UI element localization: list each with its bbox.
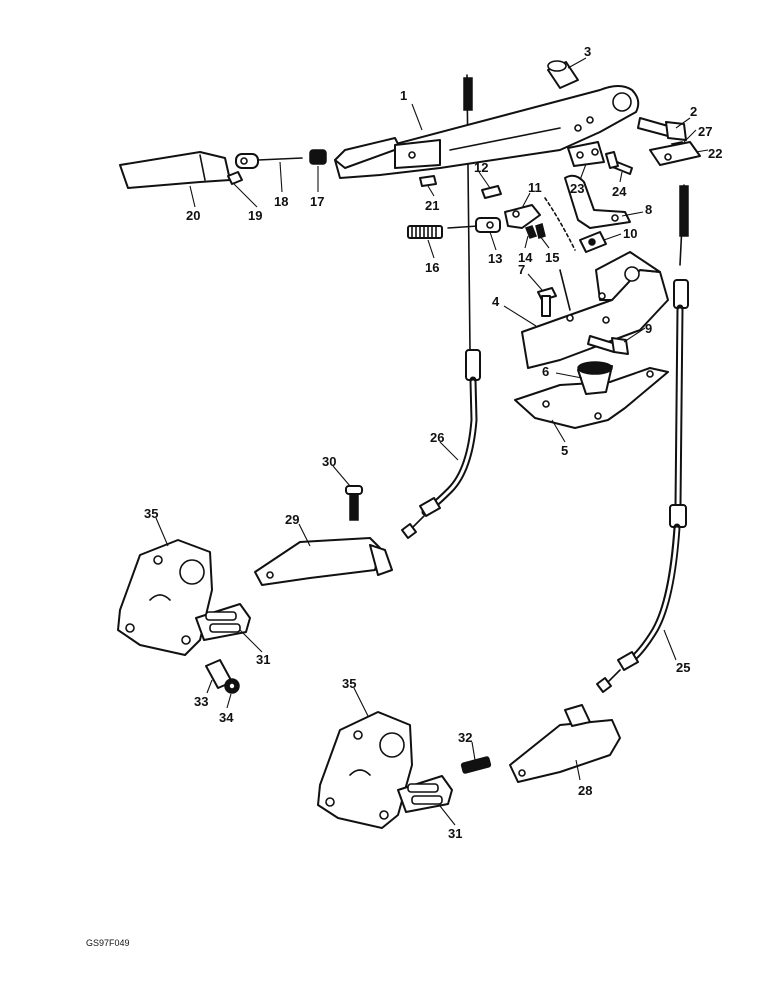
part-34-nut	[224, 678, 240, 694]
callout-34: 34	[219, 710, 234, 725]
cable-left-ferrule	[465, 349, 481, 381]
part-32-spring	[460, 756, 492, 774]
part-29-cable-bracket-left	[254, 537, 393, 586]
cable-left-rod	[466, 74, 471, 351]
part-9-bolt	[587, 335, 629, 355]
part-35-brake-lever-upper	[117, 539, 213, 656]
part-16-spring	[407, 225, 443, 239]
callout-17: 17	[310, 194, 324, 209]
part-13-clevis-rod	[447, 217, 501, 233]
callout-31-upper: 31	[256, 652, 270, 667]
callout-6: 6	[542, 364, 549, 379]
part-8-ratchet-sector	[544, 174, 631, 251]
cable-left-end-fitting	[419, 497, 441, 517]
callout-10: 10	[623, 226, 637, 241]
drawing-code: GS97F049	[86, 938, 130, 948]
lever-pivot-bore	[612, 92, 632, 112]
callout-4: 4	[492, 294, 500, 309]
part-31-adjuster-clip-lower	[397, 775, 453, 813]
callout-11: 11	[528, 180, 542, 195]
part-35-brake-lever-lower	[317, 711, 413, 829]
part-23-block	[567, 141, 605, 167]
cable-right-thread	[679, 185, 689, 237]
callout-14: 14	[518, 250, 533, 265]
cable-left-nipple	[401, 523, 417, 539]
cable-right-end-fitting	[617, 651, 639, 671]
callout-1: 1	[400, 88, 407, 103]
callout-26: 26	[430, 430, 444, 445]
callout-33: 33	[194, 694, 208, 709]
cable-right-ferrule-top	[673, 279, 689, 309]
callout-12: 12	[474, 160, 488, 175]
part-28-cable-bracket-right	[509, 704, 621, 783]
callout-2: 2	[690, 104, 697, 119]
part-12-pin	[481, 185, 502, 199]
callout-3: 3	[584, 44, 591, 59]
part-6-grommet	[577, 361, 613, 395]
callout-35-lower: 35	[342, 676, 356, 691]
cable-left-thread	[463, 77, 473, 111]
part-26-cable-left	[401, 74, 481, 539]
leader-lines	[155, 57, 709, 826]
callout-27: 27	[698, 124, 712, 139]
callout-8: 8	[645, 202, 652, 217]
callout-9: 9	[645, 321, 652, 336]
callout-13: 13	[488, 251, 502, 266]
part-25-cable-right	[596, 184, 689, 693]
callout-16: 16	[425, 260, 439, 275]
part-19-pin	[227, 171, 243, 185]
callout-31-lower: 31	[448, 826, 462, 841]
part-14-pin	[525, 225, 537, 239]
callout-22: 22	[708, 146, 722, 161]
callout-23: 23	[570, 181, 584, 196]
callout-29: 29	[285, 512, 299, 527]
part-31-adjuster-clip-upper	[195, 603, 251, 641]
cable-right-nipple	[596, 677, 612, 693]
part-30-screw	[345, 485, 363, 521]
part-10-bush	[579, 231, 607, 253]
callout-25: 25	[676, 660, 690, 675]
part-17-ferrule	[309, 149, 327, 165]
callout-35-upper: 35	[144, 506, 158, 521]
part-20-handle-grip	[119, 151, 231, 189]
callout-20: 20	[186, 208, 200, 223]
callout-7: 7	[518, 262, 525, 277]
callout-30: 30	[322, 454, 336, 469]
part-21-pin	[419, 175, 437, 187]
callout-labels: 1 2 3 4 5 6 7 8 9 10 11 12 13 14 15 16 1…	[144, 44, 722, 841]
part-11-pawl	[504, 204, 541, 229]
callout-5: 5	[561, 443, 568, 458]
part-24-screw	[605, 151, 633, 175]
callout-15: 15	[545, 250, 559, 265]
callout-19: 19	[248, 208, 262, 223]
callout-32: 32	[458, 730, 472, 745]
part-7-bolt	[537, 287, 557, 317]
callout-28: 28	[578, 783, 592, 798]
part-1-handbrake-lever	[334, 85, 640, 179]
part-4-mounting-bracket	[521, 251, 669, 369]
part-15-clip	[535, 223, 546, 239]
part-18-push-rod	[235, 153, 303, 169]
callout-21: 21	[425, 198, 439, 213]
part-3-bush	[547, 60, 579, 89]
callout-18: 18	[274, 194, 288, 209]
part-22-trunnion	[649, 141, 701, 166]
part-2-pivot-bolt	[637, 117, 687, 141]
callout-24: 24	[612, 184, 627, 199]
